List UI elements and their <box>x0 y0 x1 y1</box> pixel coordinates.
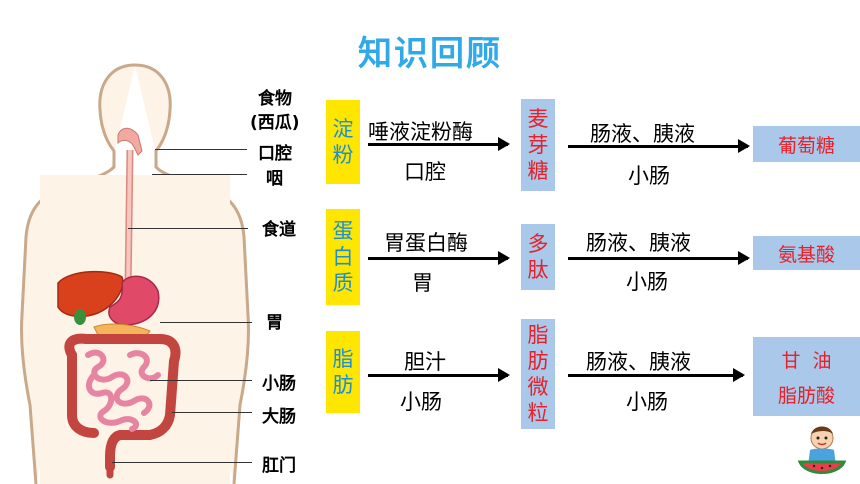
enzyme-label: 胃蛋白酶 <box>384 231 468 255</box>
enzyme-label: 唾液淀粉酶 <box>368 120 473 144</box>
intermediate-box-maltose: 麦 芽 糖 <box>521 99 555 191</box>
intermediate-char: 脂 <box>527 322 549 347</box>
arrow <box>368 251 510 265</box>
intermediate-char: 肽 <box>527 258 549 282</box>
place-label: 小肠 <box>400 390 442 414</box>
nutrient-char: 质 <box>332 271 354 296</box>
intermediate-char: 多 <box>527 231 549 256</box>
arrow <box>368 137 510 151</box>
arrow <box>568 139 750 153</box>
label-large-intestine: 大肠 <box>262 407 296 427</box>
leader-small-intestine <box>150 380 252 381</box>
page-title: 知识回顾 <box>358 34 502 74</box>
enzyme-label: 肠液、胰液 <box>586 231 691 255</box>
product-box-glycerol-fatty-acid: 甘 油 脂肪酸 <box>753 337 860 416</box>
enzyme-label: 肠液、胰液 <box>590 122 695 146</box>
intermediate-char: 麦 <box>527 106 549 131</box>
enzyme-label: 胆汁 <box>404 350 446 374</box>
label-pharynx: 咽 <box>266 169 283 189</box>
intermediate-box-fat-particle: 脂 肪 微 粒 <box>521 319 555 429</box>
enzyme-label: 肠液、胰液 <box>586 350 691 374</box>
nutrient-box-protein: 蛋 白 质 <box>326 209 360 305</box>
product-glycerol: 甘 油 <box>781 349 832 372</box>
place-label: 口腔 <box>404 160 446 184</box>
label-food-note: (西瓜) <box>250 113 300 133</box>
product-fatty-acid: 脂肪酸 <box>777 384 835 407</box>
nutrient-char: 粉 <box>332 143 354 167</box>
label-mouth: 口腔 <box>258 144 292 164</box>
nutrient-char: 肪 <box>332 373 354 397</box>
place-label: 小肠 <box>626 270 668 294</box>
child-eating-watermelon-icon <box>797 426 847 474</box>
arrow <box>368 368 510 382</box>
label-anus: 肛门 <box>262 456 296 476</box>
leader-pharynx <box>152 174 247 175</box>
nutrient-box-starch: 淀 粉 <box>326 100 360 184</box>
intermediate-char: 糖 <box>527 159 549 184</box>
arrow <box>568 251 750 265</box>
leader-stomach <box>160 322 252 323</box>
place-label: 小肠 <box>628 164 670 188</box>
intermediate-char: 粒 <box>527 401 549 426</box>
label-small-intestine: 小肠 <box>262 374 296 394</box>
leader-large-intestine <box>172 412 252 413</box>
intermediate-char: 芽 <box>527 132 549 157</box>
product-box-amino-acid: 氨基酸 <box>753 236 860 270</box>
label-esophagus: 食道 <box>262 220 296 240</box>
label-food: 食物 <box>258 89 292 109</box>
place-label: 小肠 <box>626 390 668 414</box>
leader-esophagus <box>128 228 248 229</box>
label-stomach: 胃 <box>266 313 283 333</box>
nutrient-char: 蛋 <box>332 218 354 243</box>
intermediate-char: 微 <box>527 375 549 399</box>
product-box-glucose: 葡萄糖 <box>753 126 860 162</box>
arrow <box>568 368 745 382</box>
nutrient-box-fat: 脂 肪 <box>326 331 360 413</box>
intermediate-char: 肪 <box>527 348 549 373</box>
nutrient-char: 脂 <box>332 346 354 371</box>
body-digestive-system-illustration <box>19 63 251 484</box>
nutrient-char: 淀 <box>332 116 354 141</box>
leader-mouth <box>155 149 247 150</box>
intermediate-box-polypeptide: 多 肽 <box>521 224 555 290</box>
place-label: 胃 <box>412 271 433 295</box>
leader-anus <box>112 462 252 463</box>
nutrient-char: 白 <box>332 244 354 269</box>
